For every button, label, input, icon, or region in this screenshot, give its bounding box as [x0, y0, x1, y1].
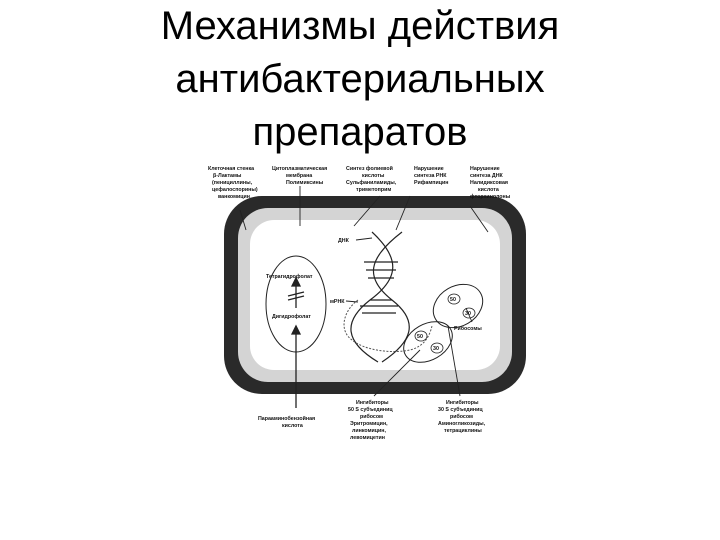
label-paba: Парааминобензойная кислота [258, 415, 317, 429]
label-ribosomes: Рибосомы [454, 325, 482, 332]
label-cell-wall: Клеточная стенка β-Лактамы (пенициллины,… [208, 166, 259, 200]
label-dihydrofolate: Дигидрофолат [272, 313, 311, 320]
ribosome-upper-30-label: 30 [465, 311, 471, 317]
label-tetrahydrofolate: Тетрагидрофолат [266, 273, 313, 280]
ribosome-lower-30-label: 30 [433, 346, 439, 352]
label-cytoplasmic-membrane: Цитоплазматическая мембрана Полимиксины [272, 166, 329, 186]
ribosome-upper-50-label: 50 [450, 297, 456, 303]
label-rna-synthesis: Нарушение синтеза РНК Рифампицин [414, 166, 448, 186]
label-inhibitors-50s: Ингибиторы 50 S субъединиц рибосом Эритр… [348, 399, 394, 441]
ribosome-lower-50-label: 50 [417, 334, 423, 340]
cytoplasm [250, 220, 500, 370]
label-inhibitors-30s: Ингибиторы 30 S субъединиц рибосом Амино… [438, 399, 487, 434]
label-dna: ДНК [338, 238, 350, 244]
label-mrna: мРНК [330, 299, 345, 305]
label-dna-synthesis: Нарушение синтеза ДНК Налидиксовая кисло… [470, 166, 511, 200]
label-folate-synthesis: Синтез фолиевой кислоты Сульфаниламиды, … [346, 165, 398, 193]
